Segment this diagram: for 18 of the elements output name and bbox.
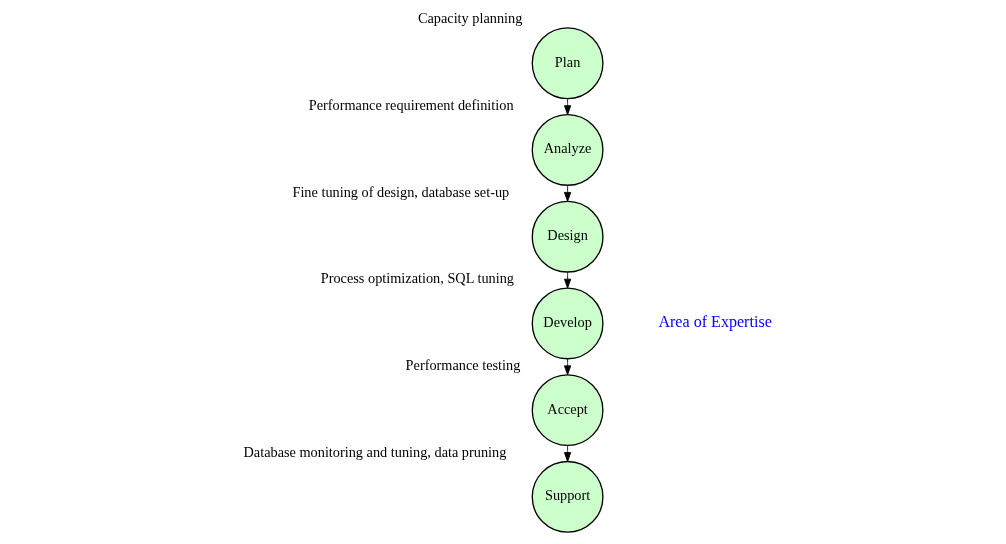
label: Area of Expertise: [658, 313, 772, 331]
node-circle: Develop: [531, 287, 604, 360]
node-label: Performance testing: [405, 357, 521, 374]
node-label: Process optimization, SQL tuning: [320, 270, 515, 287]
node-circle: Plan: [531, 27, 604, 100]
arrow: [564, 185, 572, 202]
node-circle: Accept: [531, 374, 604, 447]
node-circle: Analyze: [531, 114, 604, 186]
arrow: [564, 445, 572, 462]
arrow: [564, 271, 572, 289]
node-label: Capacity planning: [417, 10, 523, 27]
node-circle: Design: [531, 200, 604, 273]
arrow: [564, 98, 572, 116]
node-circle: Support: [531, 460, 604, 533]
node-label: Database monitoring and tuning, data pruning: [243, 443, 507, 460]
node-label: Performance requirement definition: [308, 97, 514, 113]
node-label: Fine tuning of design, database set-up: [292, 183, 510, 200]
arrow: [564, 358, 572, 376]
